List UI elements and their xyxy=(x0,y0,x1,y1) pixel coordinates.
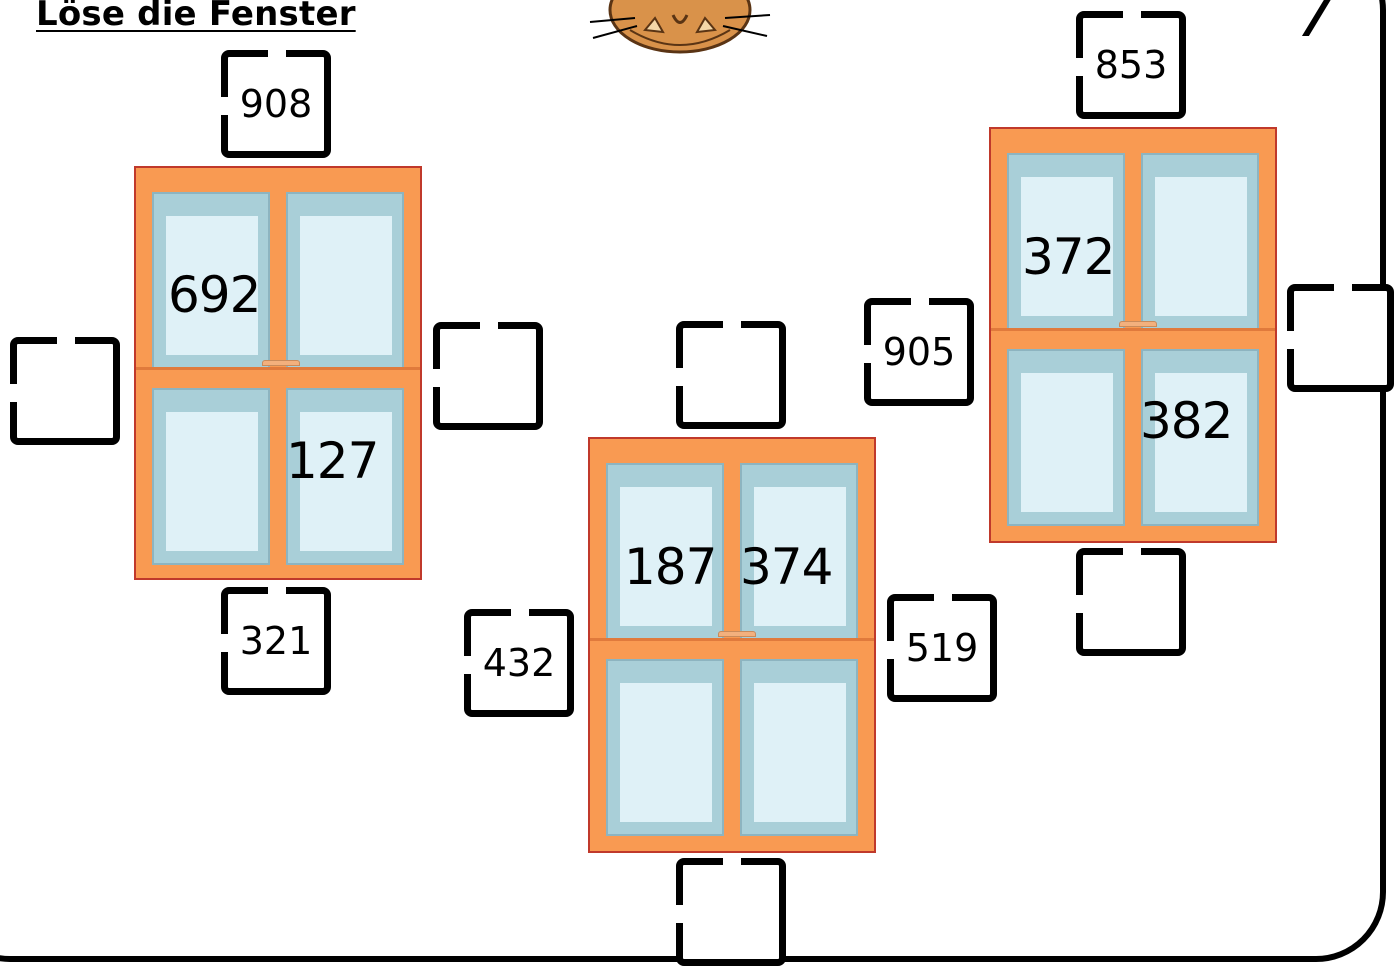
pane-bottom-left xyxy=(606,659,724,836)
answer-box-bottom[interactable] xyxy=(1076,548,1186,656)
answer-box-top[interactable] xyxy=(676,321,786,429)
answer-box-top[interactable]: 908 xyxy=(221,50,331,158)
box-value: 432 xyxy=(482,641,556,685)
pane-top-left xyxy=(1007,153,1125,330)
window-left xyxy=(134,166,422,580)
pane-bottom-right xyxy=(740,659,858,836)
pane-value: 382 xyxy=(1140,392,1233,450)
answer-box-left[interactable] xyxy=(10,337,120,445)
pane-bottom-right xyxy=(286,388,404,565)
window-right xyxy=(989,127,1277,543)
window-middle xyxy=(588,437,876,853)
pane-value: 372 xyxy=(1022,228,1115,286)
answer-box-left[interactable]: 432 xyxy=(464,609,574,717)
pane-value: 374 xyxy=(740,538,833,596)
window-latch xyxy=(718,631,756,637)
window-divider xyxy=(136,367,420,370)
pane-bottom-right xyxy=(1141,349,1259,526)
pane-bottom-left xyxy=(152,388,270,565)
pane-bottom-left xyxy=(1007,349,1125,526)
pane-value: 127 xyxy=(286,432,379,490)
box-value: 905 xyxy=(882,330,956,374)
pane-value: 692 xyxy=(168,266,261,324)
pane-top-right xyxy=(740,463,858,640)
box-value: 519 xyxy=(905,626,979,670)
window-latch xyxy=(262,360,300,366)
worksheet-title: Löse die Fenster xyxy=(36,0,356,34)
window-divider xyxy=(590,638,874,641)
pane-top-right xyxy=(286,192,404,369)
pane-top-left xyxy=(606,463,724,640)
box-value: 908 xyxy=(239,82,313,126)
answer-box-right[interactable] xyxy=(1287,284,1394,392)
answer-box-top[interactable]: 853 xyxy=(1076,11,1186,119)
answer-box-right[interactable] xyxy=(433,322,543,430)
box-value: 853 xyxy=(1094,43,1168,87)
page-number: 7 xyxy=(1296,0,1337,52)
answer-box-bottom[interactable] xyxy=(676,858,786,966)
pane-top-right xyxy=(1141,153,1259,330)
window-divider xyxy=(991,328,1275,331)
cat-head-icon xyxy=(589,0,771,54)
pane-value: 187 xyxy=(624,538,717,596)
box-value: 321 xyxy=(239,619,313,663)
answer-box-right[interactable]: 519 xyxy=(887,594,997,702)
answer-box-left[interactable]: 905 xyxy=(864,298,974,406)
answer-box-bottom[interactable]: 321 xyxy=(221,587,331,695)
window-latch xyxy=(1119,321,1157,327)
